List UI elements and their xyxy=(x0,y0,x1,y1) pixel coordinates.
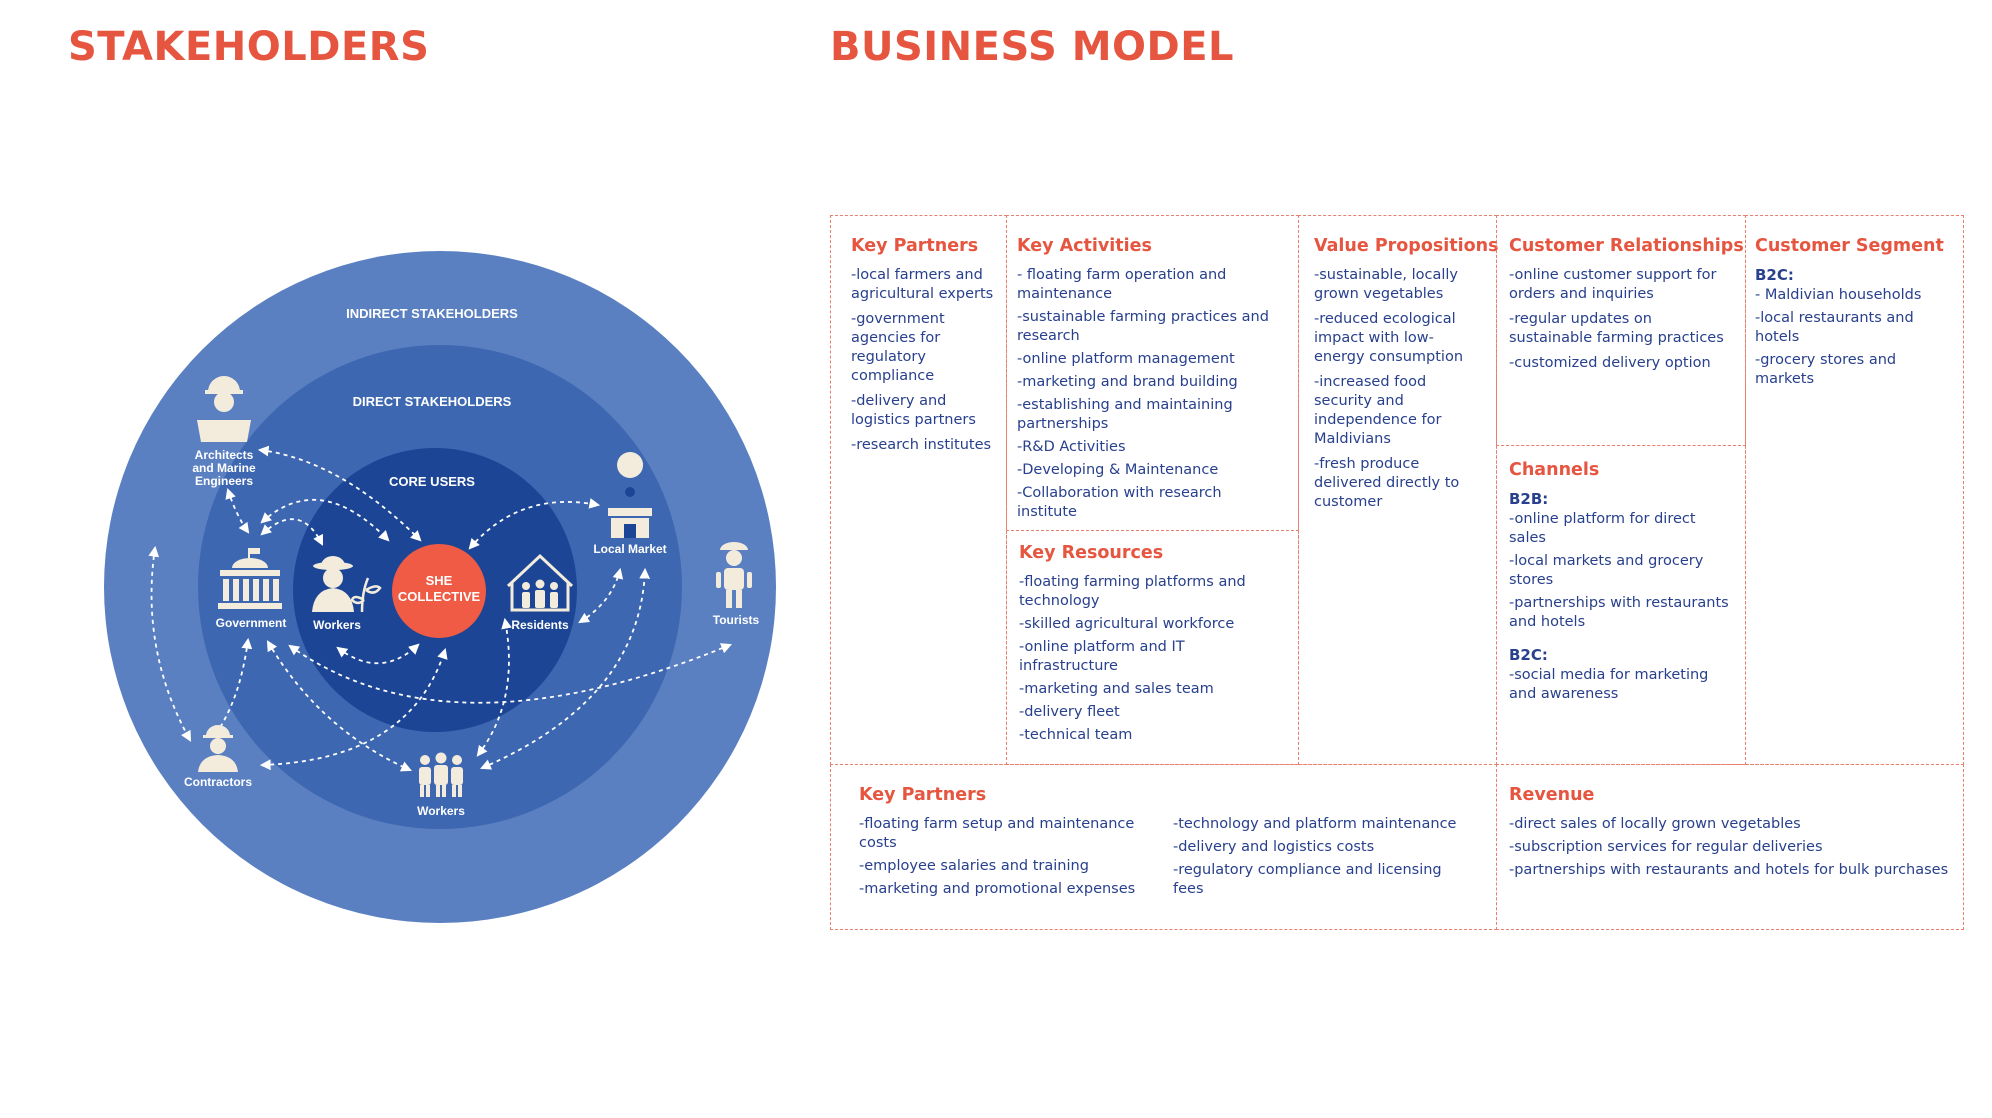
list-item: -online customer support for orders and … xyxy=(1509,267,1717,302)
list-item: -local restaurants and hotels xyxy=(1755,310,1914,345)
tourists-label: Tourists xyxy=(713,613,760,627)
key-resources-cell: Key Resources -floating farming platform… xyxy=(1006,530,1299,765)
list-item: -direct sales of locally grown vegetable… xyxy=(1509,816,1801,832)
key-partners-cell: Key Partners -local farmers and agricult… xyxy=(830,215,1007,765)
list-item: -fresh produce delivered directly to cus… xyxy=(1314,456,1460,510)
list-item: -floating farming platforms and technolo… xyxy=(1019,574,1246,609)
contractors-label: Contractors xyxy=(184,775,252,789)
list-item: -partnerships with restaurants and hotel… xyxy=(1509,862,1949,878)
list-item: -technology and platform maintenance xyxy=(1173,816,1457,832)
list-item: -R&D Activities xyxy=(1017,439,1126,455)
customer-relationships-title: Customer Relationships xyxy=(1509,236,1744,256)
list-item: - Maldivian households xyxy=(1755,287,1922,303)
business-model-canvas: Key Partners -local farmers and agricult… xyxy=(830,215,1964,930)
list-item: -regular updates on sustainable farming … xyxy=(1509,311,1724,346)
architects-label-line3: Engineers xyxy=(195,474,253,488)
list-item: -Collaboration with research institute xyxy=(1017,485,1222,520)
list-item: -employee salaries and training xyxy=(859,858,1089,874)
list-item: -online platform management xyxy=(1017,351,1235,367)
channels-b2c-label: B2C: xyxy=(1509,646,1548,664)
key-activities-cell: Key Activities - floating farm operation… xyxy=(1006,215,1299,531)
list-item: -marketing and promotional expenses xyxy=(859,881,1136,897)
center-label-line1: SHE xyxy=(426,573,453,588)
list-item: -research institutes xyxy=(851,437,992,453)
list-item: -marketing and brand building xyxy=(1017,374,1238,390)
business-model-heading: BUSINESS MODEL xyxy=(830,24,1235,70)
customer-segment-title: Customer Segment xyxy=(1755,236,1944,256)
key-resources-title: Key Resources xyxy=(1019,543,1164,563)
local-market-label: Local Market xyxy=(593,542,666,556)
market-store-icon xyxy=(608,452,652,538)
she-collective-node xyxy=(392,544,486,638)
channels-cell: Channels B2B: -online platform for direc… xyxy=(1496,445,1746,765)
list-item: -delivery and logistics partners xyxy=(851,393,976,428)
channels-title: Channels xyxy=(1509,460,1600,480)
key-partners-title: Key Partners xyxy=(851,236,979,256)
list-item: -increased food security and independenc… xyxy=(1314,374,1442,447)
workers-outer-label: Workers xyxy=(417,804,465,818)
list-item: -partnerships with restaurants and hotel… xyxy=(1509,595,1729,630)
list-item: -delivery and logistics costs xyxy=(1173,839,1375,855)
list-item: -reduced ecological impact with low-ener… xyxy=(1314,311,1464,365)
list-item: -technical team xyxy=(1019,727,1133,743)
tourist-icon xyxy=(716,542,752,608)
list-item: -customized delivery option xyxy=(1509,355,1711,371)
list-item: -marketing and sales team xyxy=(1019,681,1214,697)
revenue-cell: Revenue -direct sales of locally grown v… xyxy=(1496,764,1964,930)
contractor-icon xyxy=(198,725,238,772)
indirect-stakeholders-label: INDIRECT STAKEHOLDERS xyxy=(346,306,518,321)
government-building-icon xyxy=(218,548,282,609)
government-label: Government xyxy=(216,616,287,630)
cost-structure-cell: Key Partners -floating farm setup and ma… xyxy=(830,764,1497,930)
list-item: -delivery fleet xyxy=(1019,704,1120,720)
list-item: -online platform for direct sales xyxy=(1509,511,1696,546)
list-item: -Developing & Maintenance xyxy=(1017,462,1219,478)
customer-segment-cell: Customer Segment B2C: - Maldivian househ… xyxy=(1745,215,1964,765)
value-propositions-cell: Value Propositions -sustainable, locally… xyxy=(1298,215,1499,765)
list-item: -local farmers and agricultural experts xyxy=(851,267,994,302)
stakeholder-diagram: INDIRECT STAKEHOLDERS DIRECT STAKEHOLDER… xyxy=(104,251,776,923)
list-item: - floating farm operation and maintenanc… xyxy=(1017,267,1227,302)
architects-label-line1: Architects xyxy=(195,448,254,462)
architects-label-line2: and Marine xyxy=(192,461,256,475)
list-item: -social media for marketing and awarenes… xyxy=(1509,667,1709,702)
list-item: -government agencies for regulatory comp… xyxy=(851,311,945,384)
customer-relationships-cell: Customer Relationships -online customer … xyxy=(1496,215,1746,446)
list-item: -skilled agricultural workforce xyxy=(1019,616,1235,632)
list-item: -floating farm setup and maintenance cos… xyxy=(859,816,1135,851)
list-item: -regulatory compliance and licensing fee… xyxy=(1173,862,1442,897)
list-item: -sustainable farming practices and resea… xyxy=(1017,309,1269,344)
farmer-icon xyxy=(312,556,382,613)
revenue-title: Revenue xyxy=(1509,785,1595,805)
value-propositions-title: Value Propositions xyxy=(1314,236,1499,256)
list-item: -grocery stores and markets xyxy=(1755,352,1897,387)
list-item: -establishing and maintaining partnershi… xyxy=(1017,397,1233,432)
relationship-arrows xyxy=(148,445,732,772)
residents-label: Residents xyxy=(511,618,569,632)
center-label-line2: COLLECTIVE xyxy=(398,589,481,604)
workers-core-label: Workers xyxy=(313,618,361,632)
list-item: -sustainable, locally grown vegetables xyxy=(1314,267,1458,302)
engineer-icon xyxy=(197,376,251,442)
residents-house-icon xyxy=(506,553,574,612)
list-item: -local markets and grocery stores xyxy=(1509,553,1704,588)
channels-b2b-label: B2B: xyxy=(1509,490,1549,508)
cost-structure-title: Key Partners xyxy=(859,785,987,805)
workers-group-icon xyxy=(419,752,463,797)
key-activities-title: Key Activities xyxy=(1017,236,1152,256)
list-item: -online platform and IT infrastructure xyxy=(1019,639,1185,674)
direct-stakeholders-label: DIRECT STAKEHOLDERS xyxy=(353,394,512,409)
core-users-label: CORE USERS xyxy=(389,474,475,489)
stakeholders-heading: STAKEHOLDERS xyxy=(68,24,430,70)
customer-segment-b2c-label: B2C: xyxy=(1755,266,1794,284)
list-item: -subscription services for regular deliv… xyxy=(1509,839,1823,855)
